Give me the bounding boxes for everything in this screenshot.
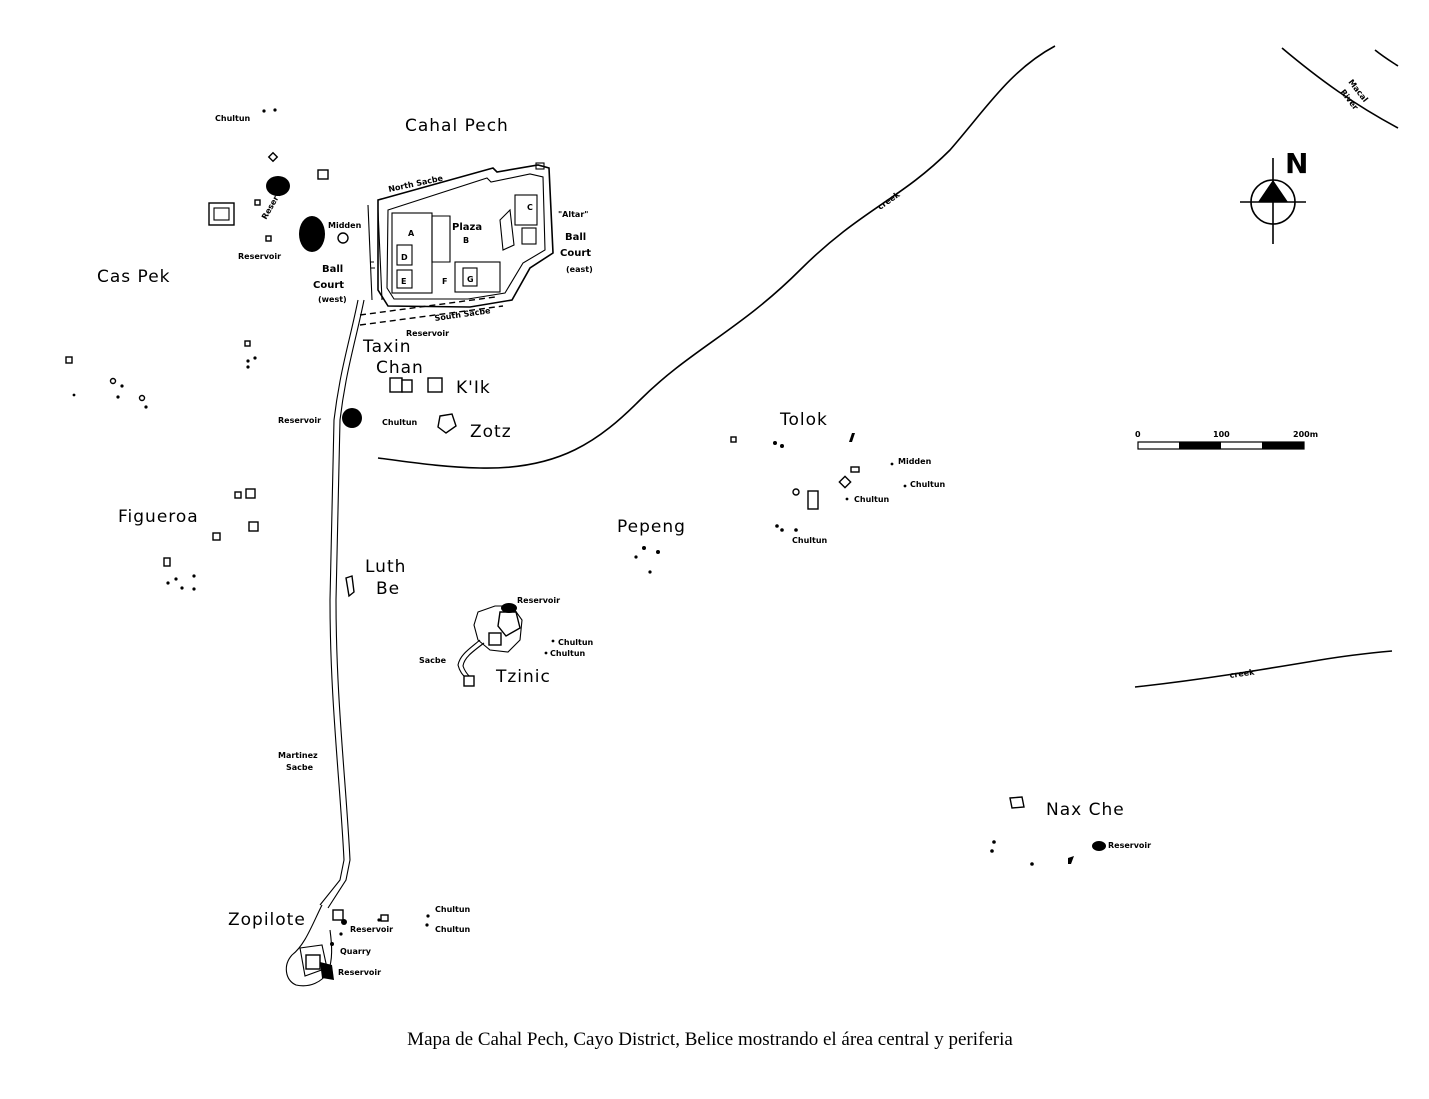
zopilote-structures: [285, 904, 430, 987]
ball-court-east-label-3: (east): [566, 265, 593, 274]
tzinic-structures: [457, 603, 555, 687]
site-pepeng: Pepeng: [617, 517, 686, 537]
scale-label-0: 0: [1135, 430, 1141, 439]
site-cahal-pech: Cahal Pech: [405, 116, 509, 136]
south-sacbe-lower: [359, 305, 504, 326]
midden-label-core: Midden: [328, 221, 362, 230]
creek-main: [377, 45, 1056, 469]
chultun-label-tolok-1: Chultun: [910, 480, 946, 489]
north-label: N: [1285, 147, 1308, 180]
martinez-sacbe-east: [327, 299, 365, 909]
chultun-label-tzinic-2: Chultun: [550, 649, 586, 658]
sacbe-label-tzinic: Sacbe: [419, 656, 447, 665]
reservoir-label-nw2: Reservoir: [238, 252, 281, 261]
plaza-b-label-1: Plaza: [452, 222, 482, 233]
northwest-features: [208, 108, 349, 252]
north-sacbe-label: North Sacbe: [388, 173, 445, 193]
south-sacbe: [359, 296, 496, 316]
midden-label-tolok: Midden: [898, 457, 932, 466]
creek-label-east: creek: [1229, 668, 1256, 680]
reservoir-label-zopilote-2: Reservoir: [338, 968, 381, 977]
scale-label-100: 100: [1213, 430, 1230, 439]
structure-d-label: D: [401, 253, 408, 262]
chultun-label-zotz: Chultun: [382, 418, 418, 427]
site-taxin-chan-2: Chan: [376, 358, 424, 378]
quarry-label: Quarry: [340, 947, 372, 956]
altar-label: "Altar": [558, 210, 588, 219]
site-luth-be-1: Luth: [365, 557, 406, 577]
structure-g-label: G: [467, 275, 474, 284]
chultun-label-zopilote-1: Chultun: [435, 905, 471, 914]
tolok-structures: [730, 433, 907, 532]
site-kik: K'Ik: [456, 378, 491, 398]
site-tzinic: Tzinic: [495, 667, 551, 687]
site-zopilote: Zopilote: [228, 910, 306, 930]
macal-river-bank-north: [1374, 49, 1399, 67]
martinez-sacbe-label-1: Martinez: [278, 751, 318, 760]
site-tolok: Tolok: [779, 410, 828, 430]
structure-e-label: E: [401, 277, 406, 286]
reservoir-label-tzinic: Reservoir: [517, 596, 560, 605]
creek-east: [1134, 650, 1393, 688]
site-nax-che: Nax Che: [1046, 800, 1125, 820]
ball-court-west-label-3: (west): [318, 295, 347, 304]
plaza-b-label-2: B: [463, 236, 469, 245]
structure-c-label: C: [527, 203, 533, 212]
north-arrow-icon: [1240, 158, 1306, 244]
creek-label-main: creek: [876, 190, 902, 212]
chultun-label-tolok-2: Chultun: [854, 495, 890, 504]
site-figueroa: Figueroa: [118, 507, 199, 527]
site-luth-be-2: Be: [376, 579, 400, 599]
nax-che-structures: [990, 796, 1106, 866]
macal-river-bank: [1281, 47, 1399, 129]
ball-court-west-label-2: Court: [313, 280, 344, 291]
west-scatter-structures: [65, 340, 355, 598]
martinez-sacbe-label-2: Sacbe: [286, 763, 314, 772]
scale-bar: [1137, 441, 1305, 450]
site-cas-pek: Cas Pek: [97, 267, 171, 287]
site-taxin-chan-1: Taxin: [362, 337, 412, 357]
martinez-sacbe-west: [319, 299, 359, 906]
pepeng-structures: [634, 546, 660, 574]
chultun-label-tolok-3: Chultun: [792, 536, 828, 545]
ball-court-west-label-1: Ball: [322, 264, 343, 275]
reservoir-label-zopilote-1: Reservoir: [350, 925, 393, 934]
structure-a-label: A: [408, 229, 415, 238]
reservoir-label-taxin: Reservoir: [406, 329, 449, 338]
ball-court-east-label-1: Ball: [565, 232, 586, 243]
reservoir-label-nax-che: Reservoir: [1108, 841, 1151, 850]
chultun-label-zopilote-2: Chultun: [435, 925, 471, 934]
reservoir-label-zotz: Reservoir: [278, 416, 321, 425]
chultun-label-tzinic-1: Chultun: [558, 638, 594, 647]
scale-label-200: 200m: [1293, 430, 1318, 439]
chultun-label-nw: Chultun: [215, 114, 251, 123]
cahal-pech-core: [367, 162, 554, 308]
map-caption: Mapa de Cahal Pech, Cayo District, Belic…: [407, 1029, 1013, 1050]
taxin-chan-kik-zotz-structures: [342, 377, 457, 434]
site-zotz: Zotz: [470, 422, 512, 442]
ball-court-east-label-2: Court: [560, 248, 591, 259]
structure-f-label: F: [442, 277, 447, 286]
